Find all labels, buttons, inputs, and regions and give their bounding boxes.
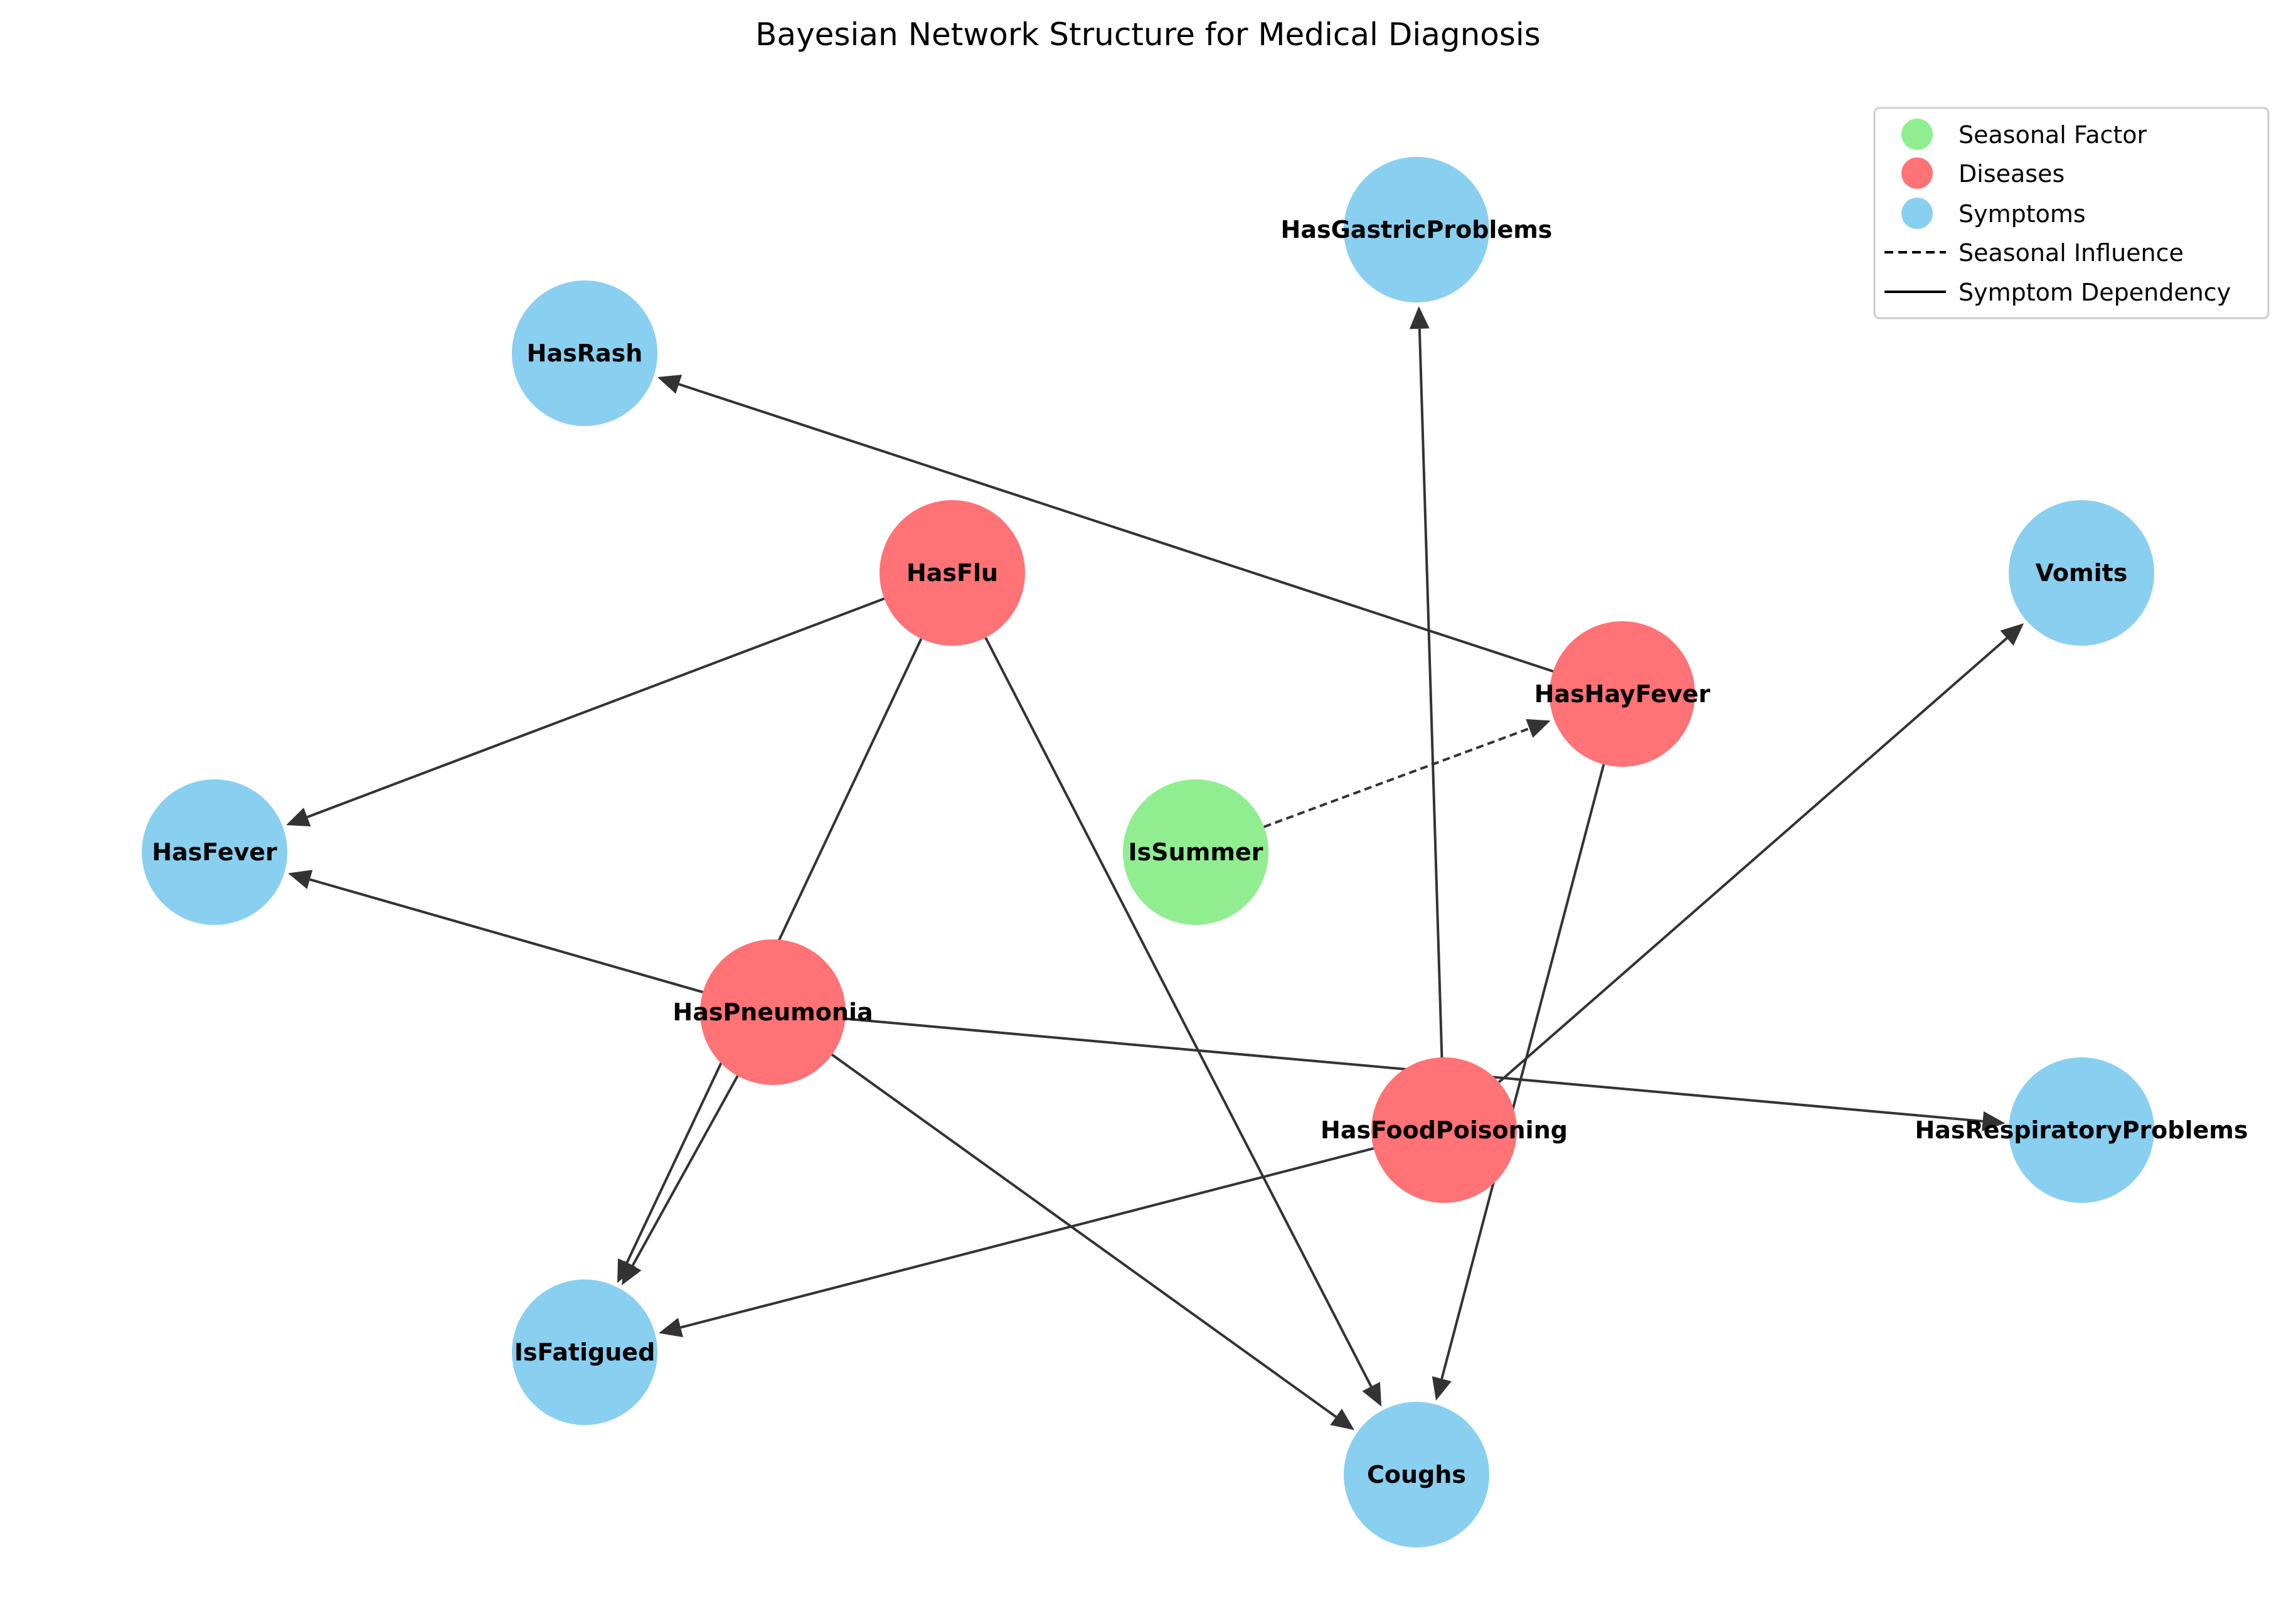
legend-disease-swatch <box>1901 158 1933 189</box>
node-circle-has-hay-fever <box>1549 621 1695 767</box>
edge-has-pneumonia-to-has-fever <box>288 870 704 993</box>
edge-line <box>1440 764 1605 1379</box>
node-label-is-summer: IsSummer <box>1129 838 1263 866</box>
node-has-respiratory-problems: HasRespiratoryProblems <box>1915 1057 2248 1203</box>
edges-layer <box>286 306 2024 1430</box>
node-label-has-gastric-problems: HasGastricProblems <box>1281 216 1553 243</box>
edge-has-flu-to-coughs <box>984 637 1382 1407</box>
node-vomits: Vomits <box>2009 500 2154 646</box>
node-circle-has-pneumonia <box>700 939 846 1085</box>
edge-arrowhead <box>659 1317 683 1337</box>
node-circle-has-food-poisoning <box>1371 1057 1517 1203</box>
edge-arrowhead <box>622 1261 642 1286</box>
edge-arrowhead <box>657 375 683 394</box>
node-label-has-food-poisoning: HasFoodPoisoning <box>1321 1116 1568 1144</box>
node-label-has-pneumonia: HasPneumonia <box>672 998 873 1026</box>
node-has-hay-fever: HasHayFever <box>1534 621 1711 767</box>
node-label-is-fatigued: IsFatigued <box>514 1338 656 1366</box>
edge-line <box>631 1075 739 1266</box>
edge-line <box>680 1147 1374 1329</box>
edge-line <box>678 383 1554 673</box>
edge-has-pneumonia-to-coughs <box>831 1054 1354 1430</box>
node-coughs: Coughs <box>1344 1402 1489 1547</box>
legend-diseases: Diseases <box>1959 160 2065 188</box>
edge-has-flu-to-has-fever <box>286 597 885 827</box>
legend: Seasonal Factor Diseases Symptoms Season… <box>1873 107 2270 319</box>
edge-line <box>307 597 885 818</box>
node-circle-has-gastric-problems <box>1344 157 1489 302</box>
legend-box <box>1873 107 2270 319</box>
legend-seasonal-factor: Seasonal Factor <box>1959 121 2147 149</box>
legend-symptom-swatch <box>1901 198 1933 229</box>
legend-symptoms: Symptoms <box>1959 200 2086 228</box>
node-label-has-rash: HasRash <box>527 339 643 367</box>
edge-arrowhead <box>288 870 313 889</box>
diagram-title: Bayesian Network Structure for Medical D… <box>755 16 1541 53</box>
node-circle-has-respiratory-problems <box>2009 1057 2154 1203</box>
edge-arrowhead <box>286 808 311 827</box>
edge-line <box>1498 637 2008 1084</box>
node-has-rash: HasRash <box>512 280 657 426</box>
edge-has-hay-fever-to-coughs <box>1432 764 1605 1401</box>
node-has-gastric-problems: HasGastricProblems <box>1281 157 1553 302</box>
edge-is-summer-to-has-hay-fever <box>1263 719 1551 828</box>
node-has-food-poisoning: HasFoodPoisoning <box>1321 1057 1568 1203</box>
edge-arrowhead <box>1432 1376 1452 1401</box>
node-is-summer: IsSummer <box>1123 779 1268 925</box>
node-circle-is-fatigued <box>512 1279 657 1425</box>
edge-line <box>1263 727 1530 828</box>
node-label-has-hay-fever: HasHayFever <box>1534 680 1711 708</box>
node-circle-has-flu <box>880 500 1025 646</box>
edge-line <box>984 637 1373 1387</box>
node-has-flu: HasFlu <box>880 500 1025 646</box>
edge-line <box>1418 328 1443 1058</box>
nodes-layer: IsSummerHasFluHasHayFeverHasPneumoniaHas… <box>142 157 2248 1547</box>
node-is-fatigued: IsFatigued <box>512 1279 657 1425</box>
edge-line <box>831 1054 1337 1418</box>
node-circle-coughs <box>1344 1402 1489 1547</box>
node-circle-has-rash <box>512 280 657 426</box>
node-label-coughs: Coughs <box>1367 1461 1466 1488</box>
edge-has-pneumonia-to-is-fatigued <box>622 1075 739 1286</box>
node-label-has-respiratory-problems: HasRespiratoryProblems <box>1915 1116 2248 1144</box>
edge-arrowhead <box>2000 623 2024 646</box>
edge-arrowhead <box>1362 1382 1382 1407</box>
edge-arrowhead <box>1982 1111 2006 1131</box>
node-circle-has-fever <box>142 779 287 925</box>
edge-has-hay-fever-to-has-rash <box>657 375 1554 673</box>
node-has-fever: HasFever <box>142 779 287 925</box>
node-label-vomits: Vomits <box>2036 559 2128 587</box>
node-label-has-fever: HasFever <box>152 838 277 866</box>
edge-has-food-poisoning-to-has-gastric-problems <box>1409 306 1443 1058</box>
legend-seasonal-influence: Seasonal Influence <box>1959 239 2184 267</box>
edge-arrowhead <box>1330 1408 1354 1430</box>
edge-arrowhead <box>1409 306 1430 329</box>
node-circle-vomits <box>2009 500 2154 646</box>
edge-has-food-poisoning-to-is-fatigued <box>659 1147 1374 1337</box>
node-has-pneumonia: HasPneumonia <box>672 939 873 1085</box>
legend-symptom-dependency: Symptom Dependency <box>1959 279 2231 306</box>
edge-has-food-poisoning-to-vomits <box>1498 623 2024 1084</box>
legend-seasonal-swatch <box>1901 119 1933 150</box>
node-label-has-flu: HasFlu <box>906 559 998 587</box>
edge-line <box>309 878 704 993</box>
node-circle-is-summer <box>1123 779 1268 925</box>
edge-arrowhead <box>1526 719 1551 738</box>
